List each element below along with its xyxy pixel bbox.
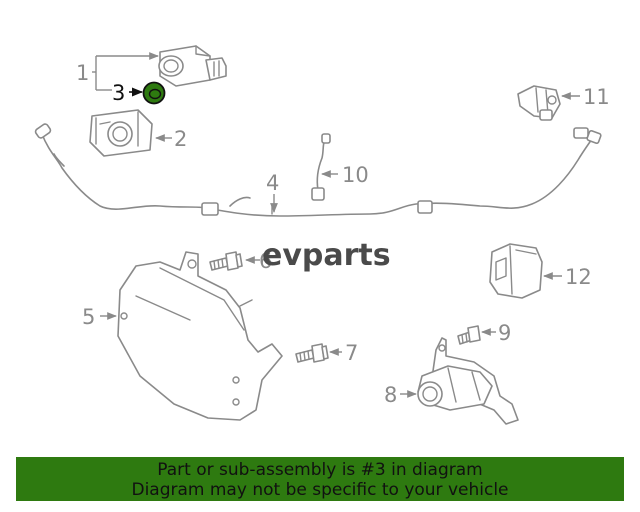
part-6-bolt[interactable] <box>209 251 243 271</box>
part-3-sensor-retainer[interactable] <box>142 81 166 105</box>
label-12: 12 <box>565 265 592 289</box>
banner-line-1: Part or sub-assembly is #3 in diagram <box>157 460 483 480</box>
label-8: 8 <box>384 383 397 407</box>
part-5-control-module[interactable] <box>117 251 283 421</box>
part-8-camera-assembly[interactable] <box>417 337 519 425</box>
banner-line-2: Diagram may not be specific to your vehi… <box>131 480 509 500</box>
part-11-sensor[interactable] <box>517 85 561 121</box>
label-6: 6 <box>259 249 272 273</box>
label-10: 10 <box>342 163 369 187</box>
label-1: 1 <box>76 61 89 85</box>
label-11: 11 <box>583 85 610 109</box>
part-1-parking-sensor[interactable] <box>158 45 227 87</box>
info-banner: Part or sub-assembly is #3 in diagram Di… <box>16 457 624 501</box>
part-2-sensor-holder[interactable] <box>89 109 153 157</box>
label-2: 2 <box>174 127 187 151</box>
part-7-bolt[interactable] <box>295 343 329 363</box>
label-7: 7 <box>345 341 358 365</box>
label-3: 3 <box>112 81 125 105</box>
part-12-sensor[interactable] <box>489 243 543 299</box>
label-1-bracket <box>92 52 159 91</box>
label-4: 4 <box>266 171 279 195</box>
part-9-bolt[interactable] <box>457 325 481 345</box>
label-9: 9 <box>498 321 511 345</box>
part-10-sub-harness[interactable] <box>311 133 331 201</box>
label-5: 5 <box>82 305 95 329</box>
part-4-wire-harness[interactable] <box>34 123 602 217</box>
watermark: evparts <box>262 238 391 273</box>
